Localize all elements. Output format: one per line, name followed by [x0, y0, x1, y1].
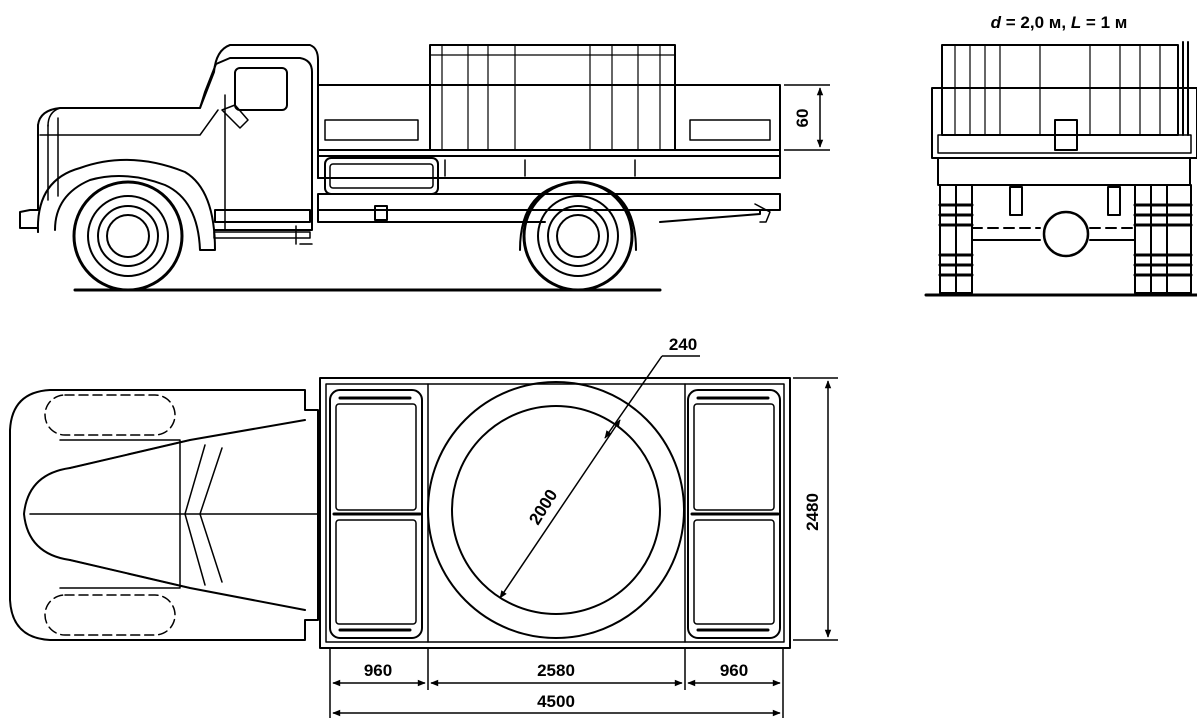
cargo-container-side [429, 44, 676, 151]
dim-2580-label: 2580 [537, 661, 575, 680]
cargo-container-rear [941, 44, 1179, 136]
dim-960-right-label: 960 [720, 661, 748, 680]
parameters-caption: d = 2,0 м, L = 1 м [991, 13, 1128, 32]
height-60-dimension: 60 [784, 84, 830, 151]
dim-4500-label: 4500 [537, 692, 575, 711]
dim-60-label: 60 [793, 109, 812, 128]
right-support-frame [687, 389, 781, 639]
dim-960-left-label: 960 [364, 661, 392, 680]
rear-wheel [519, 180, 637, 292]
platform-outline [319, 377, 791, 649]
front-wheel [72, 180, 184, 292]
cab-top-outline [9, 389, 319, 641]
length-dimensions [329, 648, 784, 718]
tube-outer-circle [427, 381, 685, 639]
left-support-frame [329, 389, 423, 639]
rear-right-wheels [1133, 184, 1193, 294]
tube-inner-circle [451, 405, 661, 615]
truck-cab [199, 57, 313, 231]
tube-diameter-dimension: 2000 [499, 419, 621, 599]
dim-240-label: 240 [669, 335, 697, 354]
dim-2000-label: 2000 [525, 486, 561, 528]
rear-left-wheels [938, 184, 974, 294]
truck-hood [37, 44, 319, 126]
truck-side-view [19, 44, 781, 292]
truck-top-view [9, 377, 791, 649]
truck-rear-view [924, 41, 1197, 297]
dim-2480-label: 2480 [803, 493, 822, 531]
front-fender [36, 158, 216, 251]
platform-width-dimension: 2480 [793, 377, 838, 641]
